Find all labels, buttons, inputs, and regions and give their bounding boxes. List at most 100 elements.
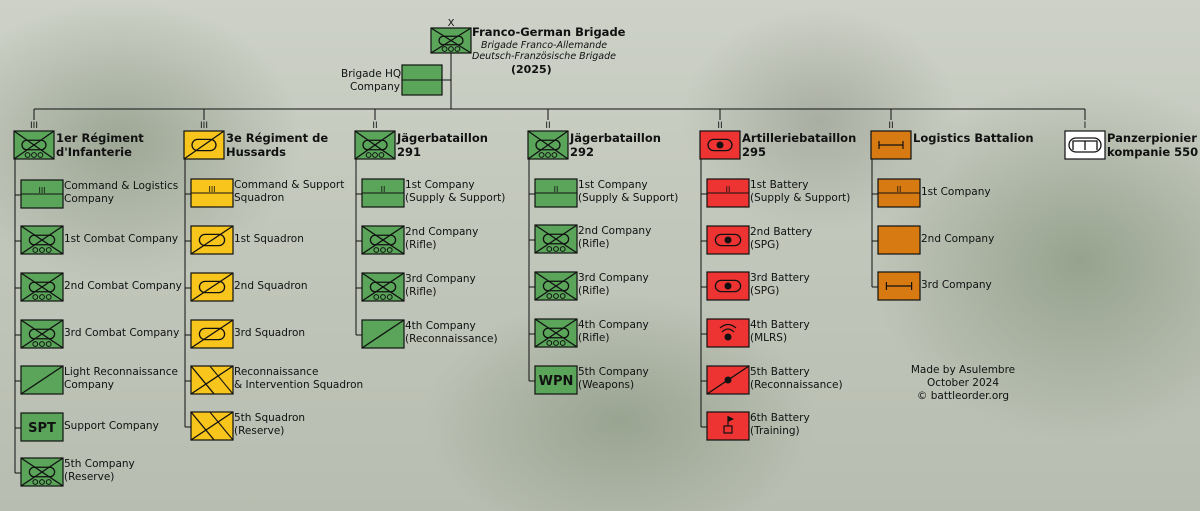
unit-1-child-3-label-1: 3rd Squadron xyxy=(234,327,306,339)
unit-0-child-0-label-1: Command & Logistics xyxy=(64,180,179,192)
unit-1-child-5-symbol xyxy=(190,411,234,441)
unit-0-echelon-mark: III xyxy=(30,121,38,131)
unit-5-symbol xyxy=(870,130,912,160)
unit-1-child-5-label-2: (Reserve) xyxy=(234,425,285,437)
unit-4-name-line-1: Artilleriebataillon xyxy=(742,131,857,145)
unit-2-name-line-2: 291 xyxy=(397,145,422,159)
unit-4-child-2-label-1: 3rd Battery xyxy=(750,272,810,284)
unit-1-child-4-symbol xyxy=(190,365,234,395)
unit-4-child-1-label-1: 2nd Battery xyxy=(750,226,813,238)
unit-3-child-2-label-2: (Rifle) xyxy=(578,285,610,297)
hq-label-line-2: Company xyxy=(350,81,400,93)
unit-5-child-2-label-1: 3rd Company xyxy=(921,279,992,291)
unit-3-child-1-symbol xyxy=(534,224,578,254)
unit-1-symbol xyxy=(183,130,225,160)
unit-2-child-2-symbol xyxy=(361,272,405,302)
svg-text:II: II xyxy=(554,185,559,194)
unit-3-child-4-symbol: WPN xyxy=(534,365,578,395)
unit-1-child-3-symbol xyxy=(190,319,234,349)
unit-1-child-4-label-2: & Intervention Squadron xyxy=(234,379,364,391)
unit-1-child-2-symbol xyxy=(190,272,234,302)
unit-0-child-6-symbol xyxy=(20,457,64,487)
unit-5-child-0-label-1: 1st Company xyxy=(921,186,991,198)
unit-1-name-line-2: Hussards xyxy=(226,145,287,159)
unit-0-name-line-2: d'Infanterie xyxy=(56,145,132,159)
unit-2-echelon-mark: II xyxy=(372,121,377,131)
credit-line-2: October 2024 xyxy=(926,377,1000,389)
unit-0-name-line-1: 1er Régiment xyxy=(56,131,144,145)
unit-6-name-line-2: kompanie 550 xyxy=(1107,145,1199,159)
symbol-frame xyxy=(877,225,921,255)
symbol-frame xyxy=(870,130,912,160)
unit-4-child-0-symbol: II xyxy=(706,178,750,208)
unit-5-child-1-label-1: 2nd Company xyxy=(921,233,995,245)
unit-3-child-3-label-1: 4th Company xyxy=(578,319,649,331)
unit-2-name-line-1: Jägerbataillon xyxy=(397,131,488,145)
unit-2-child-0-label-1: 1st Company xyxy=(405,179,475,191)
unit-1-child-0-symbol: III xyxy=(190,178,234,208)
unit-0-symbol xyxy=(13,130,55,160)
unit-3-name-line-2: 292 xyxy=(570,145,595,159)
brigade-hq-symbol xyxy=(401,64,443,96)
svg-text:II: II xyxy=(726,185,731,194)
unit-0-child-4-symbol xyxy=(20,365,64,395)
unit-3-child-3-symbol xyxy=(534,318,578,348)
unit-0-child-2-label-1: 2nd Combat Company xyxy=(64,280,182,292)
unit-5-name-line-1: Logistics Battalion xyxy=(913,131,1034,145)
unit-1-child-4-label-1: Reconnaissance xyxy=(234,366,319,378)
unit-3-child-2-symbol xyxy=(534,271,578,301)
unit-0-child-1-symbol xyxy=(20,225,64,255)
unit-3-echelon-mark: II xyxy=(545,121,550,131)
unit-4-child-2-label-2: (SPG) xyxy=(750,285,780,297)
unit-0-child-0-symbol: III xyxy=(20,179,64,209)
unit-4-child-0-label-1: 1st Battery xyxy=(750,179,809,191)
unit-3-child-1-label-1: 2nd Company xyxy=(578,225,652,237)
unit-5-echelon-mark: II xyxy=(888,121,893,131)
unit-6-symbol xyxy=(1064,130,1106,160)
unit-4-child-1-label-2: (SPG) xyxy=(750,239,780,251)
unit-6-name-line-1: Panzerpionier xyxy=(1107,131,1197,145)
unit-0-child-2-symbol xyxy=(20,272,64,302)
unit-2-child-1-symbol xyxy=(361,225,405,255)
unit-3-child-3-label-2: (Rifle) xyxy=(578,332,610,344)
unit-4-child-1-symbol xyxy=(706,225,750,255)
unit-2-child-2-label-1: 3rd Company xyxy=(405,273,476,285)
credit-line-3: © battleorder.org xyxy=(916,390,1010,402)
unit-2-child-1-label-1: 2nd Company xyxy=(405,226,479,238)
unit-2-child-3-label-2: (Reconnaissance) xyxy=(405,333,498,345)
unit-4-echelon-mark: II xyxy=(717,121,722,131)
unit-0-child-3-label-1: 3rd Combat Company xyxy=(64,327,180,339)
unit-2-child-3-label-1: 4th Company xyxy=(405,320,476,332)
unit-3-child-0-label-2: (Supply & Support) xyxy=(578,192,679,204)
unit-4-child-5-symbol xyxy=(706,411,750,441)
unit-4-child-3-symbol xyxy=(706,318,750,348)
svg-text:III: III xyxy=(38,186,45,195)
svg-text:WPN: WPN xyxy=(539,374,574,389)
unit-0-child-4-label-2: Company xyxy=(64,379,114,391)
unit-4-symbol xyxy=(699,130,741,160)
unit-3-child-2-label-1: 3rd Company xyxy=(578,272,649,284)
unit-2-child-1-label-2: (Rifle) xyxy=(405,239,437,251)
unit-2-child-3-symbol xyxy=(361,319,405,349)
unit-4-child-4-symbol xyxy=(706,365,750,395)
brigade-subtitle-de: Deutsch-Französische Brigade xyxy=(472,51,616,62)
brigade-subtitle-fr: Brigade Franco-Allemande xyxy=(481,40,608,51)
unit-2-symbol xyxy=(354,130,396,160)
unit-4-child-3-label-1: 4th Battery xyxy=(750,319,810,331)
unit-1-child-0-label-2: Squadron xyxy=(234,192,285,204)
unit-0-child-0-label-2: Company xyxy=(64,193,114,205)
unit-6-echelon-mark: I xyxy=(1084,121,1087,131)
unit-3-child-4-label-2: (Weapons) xyxy=(578,379,635,391)
unit-1-child-1-label-1: 1st Squadron xyxy=(234,233,304,245)
brigade-year: (2025) xyxy=(511,63,552,76)
unit-4-child-5-label-2: (Training) xyxy=(750,425,800,437)
unit-3-symbol xyxy=(527,130,569,160)
unit-3-child-4-label-1: 5th Company xyxy=(578,366,649,378)
symbol-frame xyxy=(534,365,578,395)
unit-2-child-0-label-2: (Supply & Support) xyxy=(405,192,506,204)
unit-2-child-0-symbol: II xyxy=(361,178,405,208)
unit-3-child-0-label-1: 1st Company xyxy=(578,179,648,191)
unit-4-child-3-label-2: (MLRS) xyxy=(750,332,788,344)
unit-5-child-1-symbol xyxy=(877,225,921,255)
